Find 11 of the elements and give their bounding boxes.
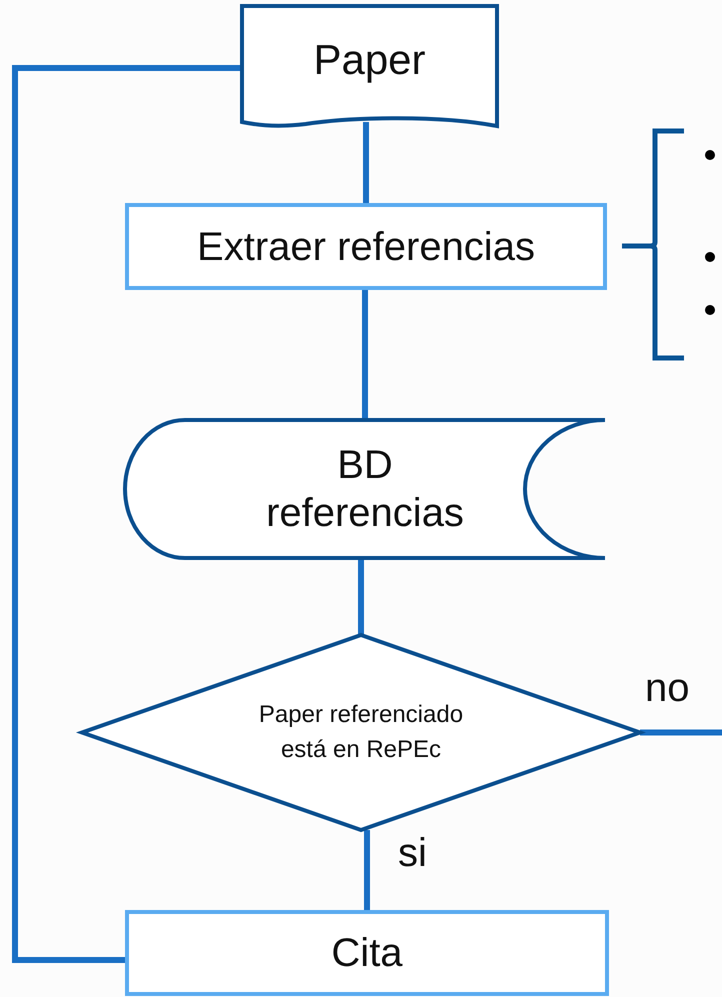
node-label: Cita bbox=[331, 930, 403, 977]
connector-line bbox=[12, 65, 242, 963]
connector-line bbox=[358, 558, 364, 635]
connector-line bbox=[362, 288, 368, 420]
node-label: Paper referenciado está en RePEc bbox=[258, 700, 464, 764]
connector-line bbox=[640, 730, 722, 736]
node-label: Extraer referencias bbox=[197, 224, 535, 270]
node-label: Paper bbox=[313, 34, 426, 85]
node-label: BD referencias bbox=[265, 442, 465, 537]
connector-line bbox=[364, 830, 370, 912]
connector-line bbox=[363, 122, 369, 205]
